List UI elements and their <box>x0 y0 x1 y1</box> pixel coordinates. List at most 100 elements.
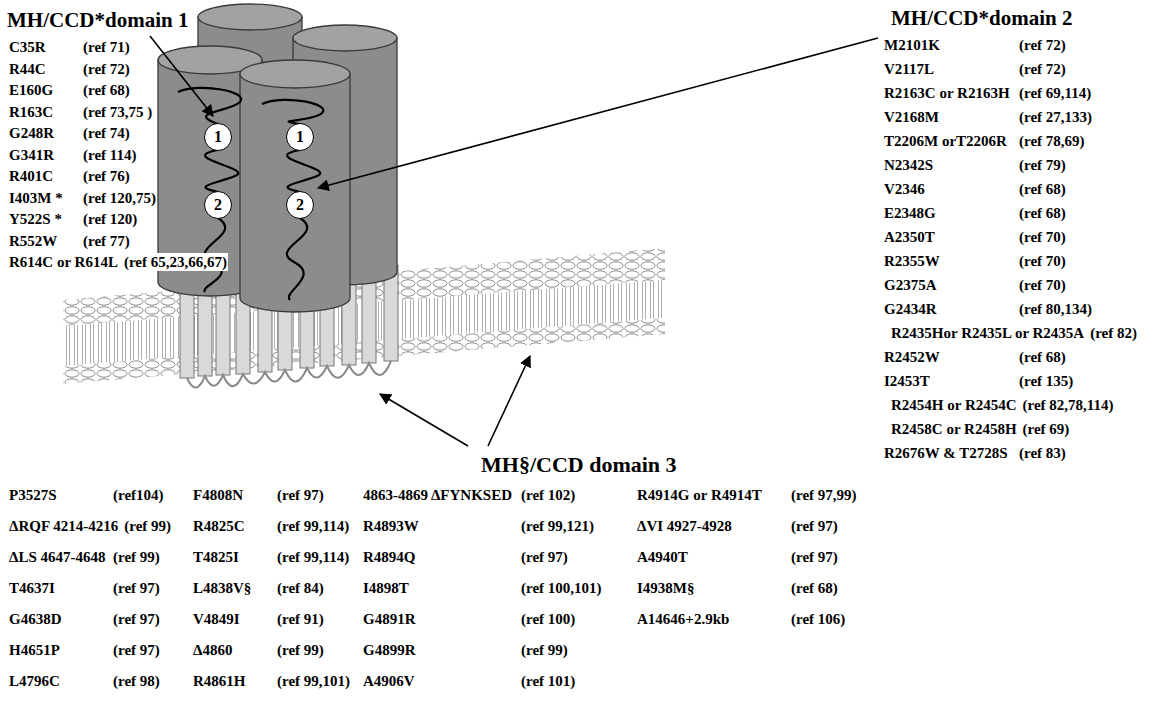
reference-label: (ref 106) <box>790 610 846 628</box>
reference-label: (ref 68) <box>1018 348 1067 366</box>
mutation-label: R2163C or R2163H <box>883 84 1011 102</box>
domain-heading: MH/CCD*domain 2 <box>890 6 1073 31</box>
reference-label: (ref 99,101) <box>276 672 351 690</box>
mutation-label: R2355W <box>883 252 941 270</box>
mutation-label: L4838V§ <box>192 579 252 597</box>
mutation-label: Y522S * <box>8 210 63 228</box>
reference-label: (ref 99) <box>123 517 172 535</box>
reference-label: (ref 97) <box>790 548 839 566</box>
mutation-label: R2454H or R2454C <box>890 396 1018 414</box>
mutation-label: C35R <box>8 38 47 56</box>
mutation-label: R4893W <box>362 517 420 535</box>
reference-label: (ref 97) <box>276 486 325 504</box>
reference-label: (ref 97) <box>520 548 569 566</box>
reference-label: (ref 102) <box>520 486 576 504</box>
reference-label: (ref 82,78,114) <box>1022 396 1115 414</box>
domain-number: 1 <box>296 128 304 146</box>
mutation-label: I403M * <box>8 189 64 207</box>
mutation-label: R4861H <box>192 672 247 690</box>
reference-label: (ref 99,114) <box>276 548 350 566</box>
reference-label: (ref 97) <box>112 641 161 659</box>
mutation-label: N2342S <box>883 156 934 174</box>
reference-label: (ref 74) <box>82 124 131 142</box>
reference-label: (ref 68) <box>790 579 839 597</box>
reference-label: (ref 70) <box>1018 252 1067 270</box>
reference-label: (ref 98) <box>112 672 161 690</box>
pointer-arrow <box>318 38 878 188</box>
mutation-label: A4906V <box>362 672 416 690</box>
domain-circle: 2 <box>204 191 232 219</box>
reference-label: (ref 83) <box>1018 444 1067 462</box>
polypeptide-chain <box>287 218 307 300</box>
mutation-label: G341R <box>8 146 55 164</box>
reference-label: (ref 97) <box>790 517 839 535</box>
domain-number: 2 <box>214 196 222 214</box>
reference-label: (ref 73,75 ) <box>82 103 153 121</box>
mutation-label: G2375A <box>883 276 938 294</box>
reference-label: (ref 100) <box>520 610 576 628</box>
mutation-label: E160G <box>8 81 54 99</box>
mutation-label: P3527S <box>8 486 58 504</box>
mutation-label: V2117L <box>883 60 935 78</box>
mutation-label: R2452W <box>883 348 941 366</box>
reference-label: (ref 80,134) <box>1018 300 1093 318</box>
mutation-label: G248R <box>8 124 55 142</box>
mutation-label: V2168M <box>883 108 940 126</box>
mutation-label: R401C <box>8 167 54 185</box>
pointer-arrow <box>380 394 468 446</box>
reference-label: (ref 70) <box>1018 276 1067 294</box>
mutation-label: R163C <box>8 103 54 121</box>
mutation-label: A2350T <box>883 228 936 246</box>
mutation-label: L4796C <box>8 672 61 690</box>
polypeptide-chain <box>262 100 323 124</box>
reference-label: (ref 135) <box>1018 372 1074 390</box>
reference-label: (ref 82) <box>1089 324 1138 342</box>
reference-label: (ref 69,114) <box>1018 84 1092 102</box>
mutation-label: T4825I <box>192 548 240 566</box>
pointer-arrow <box>488 356 530 446</box>
reference-label: (ref 68) <box>1018 180 1067 198</box>
reference-label: (ref 65,23,66,67) <box>123 253 228 271</box>
reference-label: (ref 99) <box>112 548 161 566</box>
pointer-arrow <box>150 36 213 116</box>
mutation-label: I4938M§ <box>636 579 696 597</box>
domain-number: 2 <box>296 196 304 214</box>
mutation-label: R2676W & T2728S <box>883 444 1009 462</box>
reference-label: (ref 78,69) <box>1018 132 1086 150</box>
mutation-label: F4808N <box>192 486 244 504</box>
mutation-label: R552W <box>8 232 58 250</box>
reference-label: (ref 76) <box>82 167 131 185</box>
reference-label: (ref 97,99) <box>790 486 858 504</box>
mutation-label: E2348G <box>883 204 937 222</box>
reference-label: (ref 99) <box>520 641 569 659</box>
reference-label: (ref 114) <box>82 146 137 164</box>
mutation-label: V4849I <box>192 610 241 628</box>
mutation-label: G2434R <box>883 300 938 318</box>
reference-label: (ref 70) <box>1018 228 1067 246</box>
mutation-label: A14646+2.9kb <box>636 610 730 628</box>
mutation-label: R4825C <box>192 517 246 535</box>
reference-label: (ref 120) <box>82 210 138 228</box>
mutation-label: G4891R <box>362 610 417 628</box>
reference-label: (ref 99) <box>276 641 325 659</box>
reference-label: (ref 27,133) <box>1018 108 1093 126</box>
mutation-label: R2458C or R2458H <box>890 420 1018 438</box>
polypeptide-chain <box>287 150 320 192</box>
subunit-cylinder <box>240 74 350 312</box>
mutation-label: G4638D <box>8 610 63 628</box>
mutation-label: H4651P <box>8 641 61 659</box>
domain-heading: MH/CCD*domain 1 <box>6 8 189 33</box>
reference-label: (ref 120,75) <box>82 189 157 207</box>
mutation-label: R4894Q <box>362 548 417 566</box>
reference-label: (ref 72) <box>1018 60 1067 78</box>
mutation-label: M2101K <box>883 36 941 54</box>
reference-label: (ref 99,121) <box>520 517 595 535</box>
mutation-label: R2435Hor R2435L or R2435A <box>890 324 1085 342</box>
reference-label: (ref 91) <box>276 610 325 628</box>
mutation-label: A4940T <box>636 548 689 566</box>
reference-label: (ref 71) <box>82 38 131 56</box>
tm-helix <box>180 284 194 378</box>
mutation-label: R44C <box>8 60 47 78</box>
domain-circle: 1 <box>204 123 232 151</box>
